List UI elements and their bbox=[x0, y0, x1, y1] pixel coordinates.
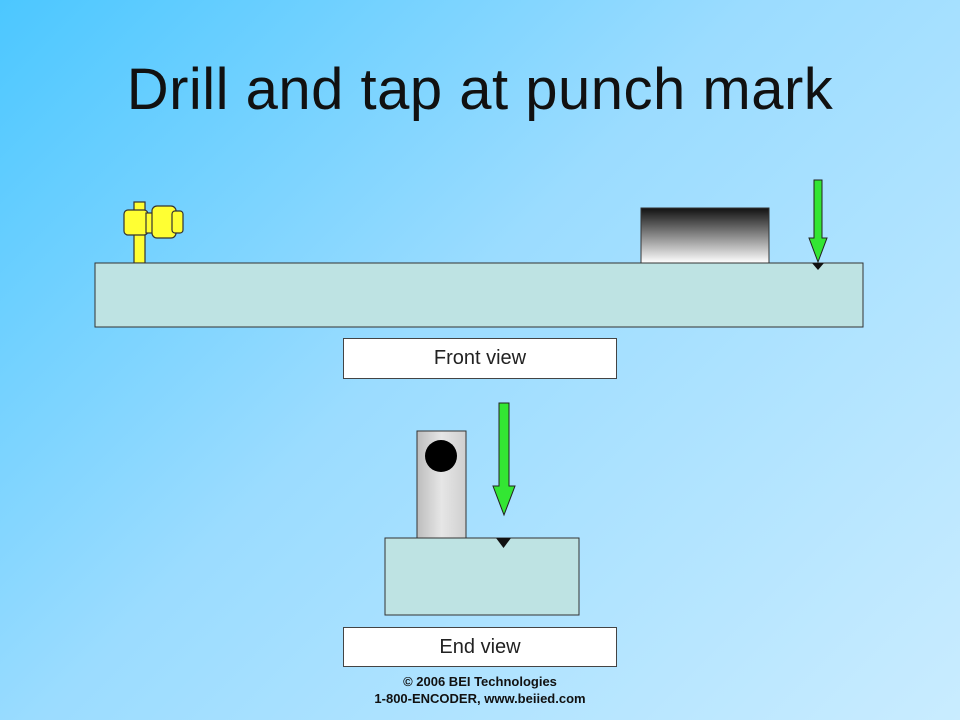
hammer-icon bbox=[123, 201, 184, 264]
arrow-down-icon bbox=[492, 402, 516, 517]
front-workpiece-bar bbox=[94, 262, 864, 328]
front-view bbox=[94, 179, 864, 328]
footer-contact: 1-800-ENCODER, www.beiied.com bbox=[374, 691, 586, 706]
triangle-down-icon bbox=[812, 263, 824, 270]
fixture-block bbox=[640, 207, 770, 264]
front-view-label: Front view bbox=[343, 338, 617, 379]
footer-copyright: © 2006 BEI Technologies bbox=[403, 674, 557, 689]
end-view-label: End view bbox=[343, 627, 617, 667]
end-workpiece-block bbox=[384, 537, 580, 616]
triangle-down-icon bbox=[496, 538, 511, 548]
slide-title: Drill and tap at punch mark bbox=[126, 57, 834, 122]
post-hole bbox=[425, 440, 457, 472]
end-view bbox=[384, 402, 580, 616]
arrow-down-icon bbox=[808, 179, 828, 264]
